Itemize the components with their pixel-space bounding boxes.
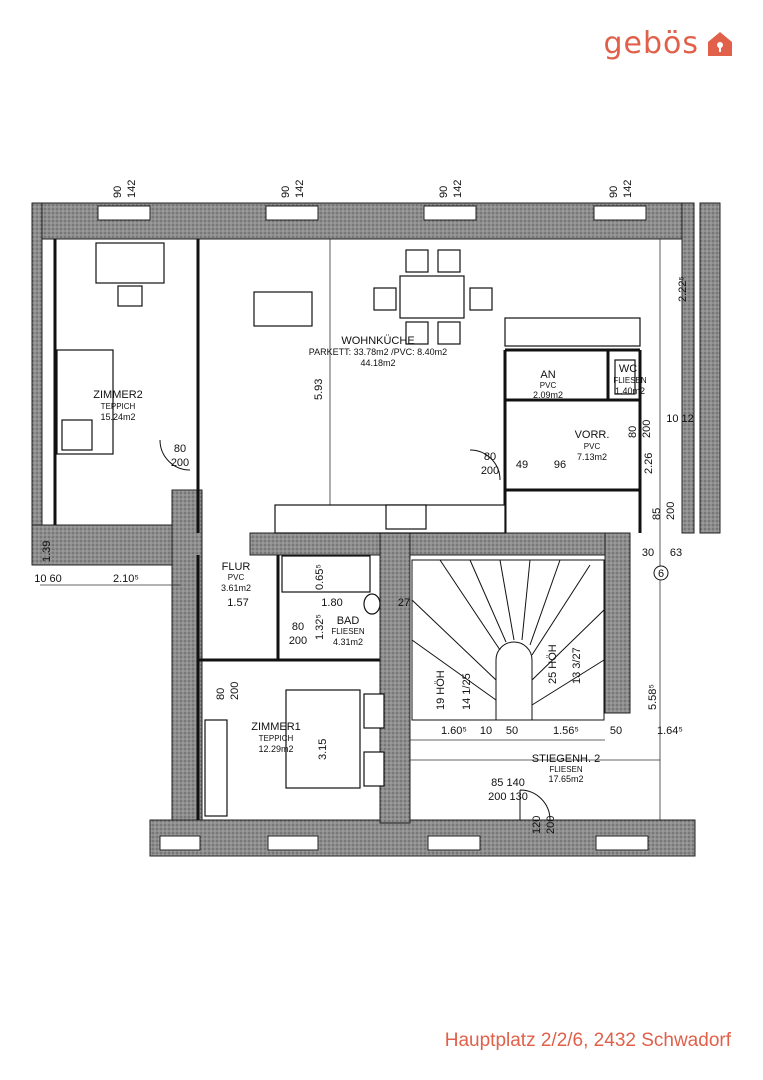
dim-27: 27 bbox=[398, 597, 410, 609]
dim-6: 6 bbox=[658, 568, 664, 580]
brand-name: gebös bbox=[603, 26, 699, 61]
dim-85: 85 bbox=[651, 508, 663, 520]
dim-10: 10 bbox=[480, 725, 492, 737]
brand-logo: gebös bbox=[603, 26, 735, 61]
zimmer1-furniture bbox=[204, 689, 385, 817]
window-dim-1: 90 bbox=[112, 186, 124, 198]
dim-1327: 13 3/27 bbox=[571, 647, 583, 684]
dim-25hoeh: 25 HÖH bbox=[547, 644, 559, 684]
staircase bbox=[411, 559, 605, 721]
dim-1412: 14 1/25 bbox=[461, 673, 473, 710]
dim-80d: 80 bbox=[215, 688, 227, 700]
dim-157: 1.57 bbox=[227, 597, 248, 609]
dim-1565: 1.56⁵ bbox=[553, 725, 579, 737]
stiegenh-name: STIEGENH. 2 bbox=[532, 753, 600, 765]
dimension-labels: 80 200 5.93 2.22⁵ 80 200 49 96 80 200 2.… bbox=[34, 276, 694, 834]
zimmer2-area: 15.24m2 bbox=[100, 412, 135, 422]
window-dim-3: 90 bbox=[280, 186, 292, 198]
stiegenh-area: 17.65m2 bbox=[548, 774, 583, 784]
dim-200d: 200 bbox=[229, 682, 241, 700]
exterior-walls bbox=[31, 202, 721, 857]
dim-30: 30 bbox=[642, 547, 654, 559]
window-dim-2: 142 bbox=[126, 180, 138, 198]
room-labels: ZIMMER2 TEPPICH 15.24m2 WOHNKÜCHE PARKET… bbox=[93, 335, 647, 784]
dim-200b: 200 bbox=[641, 420, 653, 438]
dim-200c: 200 bbox=[289, 635, 307, 647]
dim-200f: 200 bbox=[665, 502, 677, 520]
an-name: AN bbox=[540, 369, 555, 381]
dim-63: 63 bbox=[670, 547, 682, 559]
dim-96: 96 bbox=[554, 459, 566, 471]
dim-wohnkueche-height: 5.93 bbox=[313, 379, 325, 400]
wc-floor: FLIESEN bbox=[613, 376, 647, 385]
wc-area: 1.40m2 bbox=[615, 386, 645, 396]
wc-name: WC bbox=[619, 363, 637, 375]
dim-80b: 80 bbox=[627, 426, 639, 438]
zimmer1-area: 12.29m2 bbox=[258, 744, 293, 754]
door-swings bbox=[159, 439, 551, 821]
zimmer1-floor: TEPPICH bbox=[259, 734, 294, 743]
dim-19hoeh: 19 HÖH bbox=[435, 670, 447, 710]
window-dim-7: 90 bbox=[608, 186, 620, 198]
dim-80a: 80 bbox=[484, 451, 496, 463]
dim-80c: 80 bbox=[292, 621, 304, 633]
wohnkueche-furniture bbox=[253, 249, 641, 534]
stiegenh-floor: FLIESEN bbox=[549, 765, 583, 774]
dim-132: 1.32⁵ bbox=[314, 614, 326, 640]
an-area: 2.09m2 bbox=[533, 390, 563, 400]
bath-fixtures bbox=[281, 359, 636, 615]
reference-lines bbox=[40, 239, 661, 820]
zimmer1-name: ZIMMER1 bbox=[251, 721, 301, 733]
dim-50a: 50 bbox=[506, 725, 518, 737]
dim-zimmer2-door-w: 80 bbox=[174, 443, 186, 455]
wohnkueche-name: WOHNKÜCHE bbox=[341, 335, 414, 347]
dim-200a: 200 bbox=[481, 465, 499, 477]
window-dimension-labels: 90 142 90 142 90 142 90 142 bbox=[112, 180, 634, 198]
windows-top bbox=[97, 205, 647, 221]
window-dim-5: 90 bbox=[438, 186, 450, 198]
dim-1605: 1.60⁵ bbox=[441, 725, 467, 737]
flur-floor: PVC bbox=[228, 573, 245, 582]
property-address: Hauptplatz 2/2/6, 2432 Schwadorf bbox=[444, 1030, 731, 1051]
dim-200130: 200 130 bbox=[488, 791, 528, 803]
window-dim-6: 142 bbox=[452, 180, 464, 198]
dim-558: 5.58⁵ bbox=[647, 684, 659, 710]
window-dim-8: 142 bbox=[622, 180, 634, 198]
vorr-name: VORR. bbox=[575, 429, 610, 441]
dim-85140: 85 140 bbox=[491, 777, 525, 789]
bad-floor: FLIESEN bbox=[331, 627, 365, 636]
house-icon bbox=[708, 31, 732, 56]
dim-180: 1.80 bbox=[321, 597, 342, 609]
wohnkueche-area: 44.18m2 bbox=[360, 358, 395, 368]
dim-1060: 10 60 bbox=[34, 573, 62, 585]
wohnkueche-floor: PARKETT: 33.78m2 /PVC: 8.40m2 bbox=[309, 347, 447, 357]
bad-area: 4.31m2 bbox=[333, 637, 363, 647]
dim-139: 1.39 bbox=[41, 541, 53, 562]
dim-50b: 50 bbox=[610, 725, 622, 737]
flur-name: FLUR bbox=[222, 561, 251, 573]
dim-065: 0.65⁵ bbox=[314, 564, 326, 590]
dim-2105: 2.10⁵ bbox=[113, 573, 139, 585]
zimmer2-furniture bbox=[56, 242, 165, 455]
interior-walls bbox=[53, 239, 642, 820]
zimmer2-floor: TEPPICH bbox=[101, 402, 136, 411]
dim-226: 2.26 bbox=[643, 453, 655, 474]
bad-name: BAD bbox=[337, 615, 360, 627]
zimmer2-name: ZIMMER2 bbox=[93, 389, 143, 401]
vorr-floor: PVC bbox=[584, 442, 601, 451]
an-floor: PVC bbox=[540, 381, 557, 390]
dim-1012: 10 12 bbox=[666, 413, 694, 425]
vorr-area: 7.13m2 bbox=[577, 452, 607, 462]
dim-zimmer2-door-h: 200 bbox=[171, 457, 189, 469]
window-dim-4: 142 bbox=[294, 180, 306, 198]
dim-225: 2.22⁵ bbox=[677, 276, 689, 302]
dim-49: 49 bbox=[516, 459, 528, 471]
dim-120: 120 bbox=[531, 816, 543, 834]
dim-315: 3.15 bbox=[317, 739, 329, 760]
dim-200e: 200 bbox=[545, 816, 557, 834]
flur-area: 3.61m2 bbox=[221, 583, 251, 593]
dim-1645: 1.64⁵ bbox=[657, 725, 683, 737]
windows-bottom bbox=[159, 835, 649, 851]
